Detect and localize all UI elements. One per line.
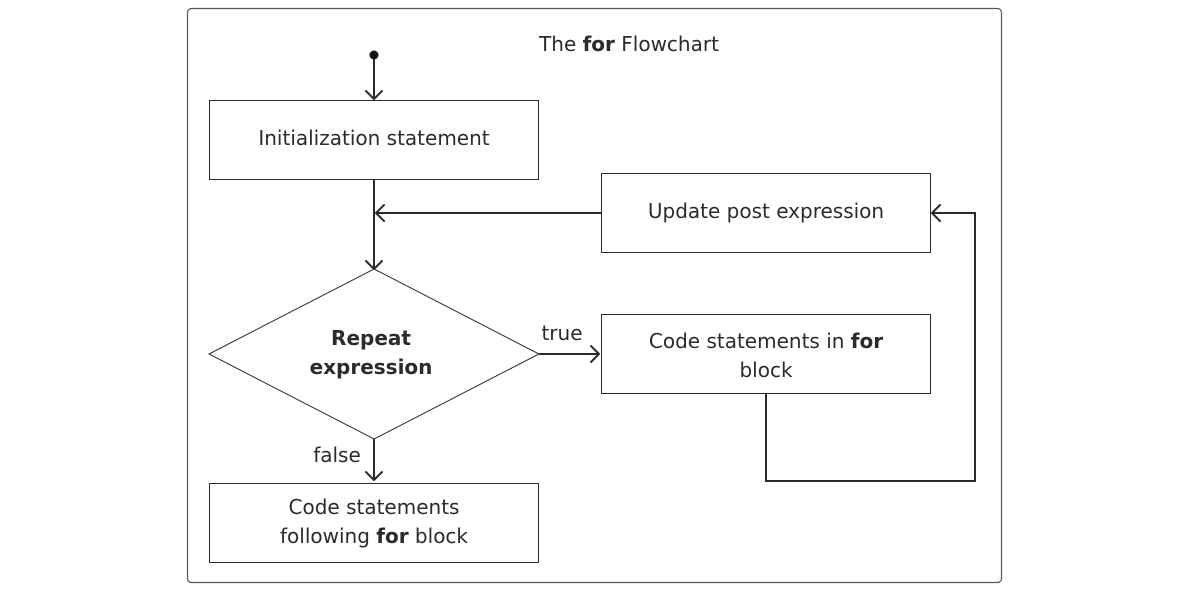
init-label: Initialization statement <box>258 126 489 150</box>
init-box <box>209 100 539 180</box>
false-label: false <box>313 443 361 467</box>
body-label-line2: block <box>739 358 792 382</box>
update-label: Update post expression <box>648 199 884 223</box>
diagram-title: The for Flowchart <box>538 32 719 56</box>
arrow-false <box>365 471 383 481</box>
after-label-line2: following for block <box>280 524 468 548</box>
condition-label-line1: Repeat <box>331 326 411 350</box>
condition-label-line2: expression <box>310 355 433 379</box>
start-node <box>369 50 379 60</box>
true-label: true <box>541 321 582 345</box>
arrow-body-to-update <box>931 204 941 222</box>
update-box <box>601 173 931 253</box>
after-label-line1: Code statements <box>289 495 460 519</box>
after-box <box>209 483 539 563</box>
body-label-line1: Code statements in for <box>649 329 883 353</box>
body-box <box>601 314 931 394</box>
edge-body-to-update <box>765 212 976 482</box>
arrow-true <box>590 345 600 363</box>
arrow-start-to-init <box>365 90 383 100</box>
arrow-update-to-loop <box>375 204 385 222</box>
